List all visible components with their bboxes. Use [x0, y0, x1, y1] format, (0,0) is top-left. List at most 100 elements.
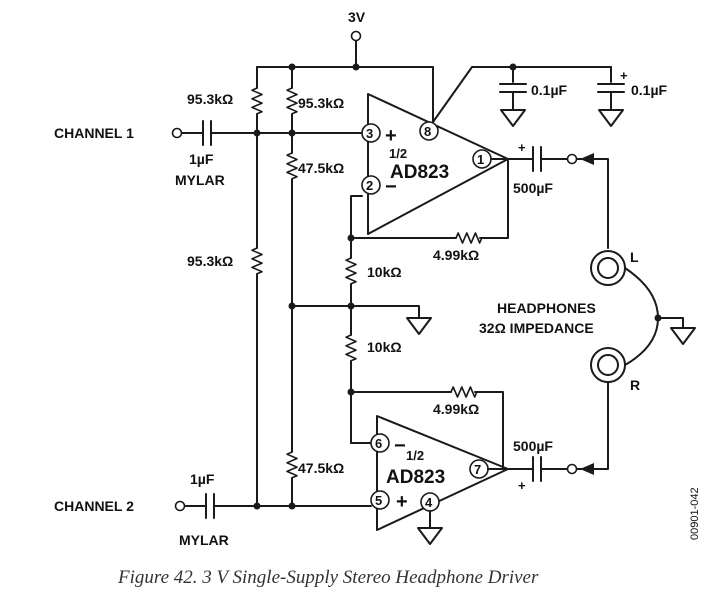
jack-wire-right — [593, 382, 609, 470]
headphone-right-inner — [597, 354, 619, 376]
opamp-top-plus: + — [385, 125, 397, 147]
headphone-left-inner — [597, 257, 619, 279]
output-1-cap-polarity: + — [518, 140, 526, 155]
decouple-cap-1: 0.1µF — [499, 66, 568, 127]
opamp-bottom-part: AD823 — [386, 467, 445, 488]
pin-2 — [361, 175, 381, 195]
svg-text:1: 1 — [477, 152, 484, 167]
figure-caption: Figure 42. 3 V Single-Supply Stereo Head… — [117, 567, 539, 588]
ground-icon — [406, 317, 432, 335]
channel-2-cap-type: MYLAR — [179, 532, 229, 548]
opamp-top-part: AD823 — [390, 162, 449, 183]
ground-icon — [500, 109, 526, 127]
headphone-ground-wire — [657, 317, 684, 329]
r-fb2-label: 4.99kΩ — [433, 401, 479, 417]
opamp-top: 3 + 8 1/2 2 − AD823 1 — [361, 93, 509, 235]
output-1-terminal[interactable] — [566, 153, 578, 165]
opamp-top-fraction: 1/2 — [389, 146, 407, 161]
top-rail — [256, 66, 434, 123]
svg-text:2: 2 — [366, 178, 373, 193]
headphone-band — [624, 267, 659, 366]
resistor-top-right — [286, 87, 298, 115]
resistor-mid-left — [251, 247, 263, 275]
decouple-cap-1-value: 0.1µF — [531, 82, 568, 98]
channel-2-terminal[interactable] — [174, 500, 186, 512]
r-div2-label: 10kΩ — [367, 339, 402, 355]
opamp-bottom: 6 − 1/2 AD823 5 + 4 7 — [370, 415, 509, 531]
channel-1-input: CHANNEL 1 1µF MYLAR — [54, 120, 367, 188]
resistor-fb1 — [455, 232, 483, 244]
headphone-label-line2: 32Ω IMPEDANCE — [479, 320, 594, 336]
output-2-terminal[interactable] — [566, 463, 578, 475]
opamp-top-body — [367, 93, 509, 235]
opamp-bottom-minus: − — [394, 435, 406, 457]
jack-arrow-2 — [580, 463, 594, 475]
output-2-cap — [532, 456, 542, 482]
r-mid-left-label: 95.3kΩ — [187, 253, 233, 269]
output-1-cap — [532, 146, 542, 172]
channel-1-label: CHANNEL 1 — [54, 125, 134, 141]
channel-2-input: CHANNEL 2 1µF MYLAR — [54, 471, 372, 548]
pin-6 — [370, 433, 390, 453]
feedback-top-wire — [350, 158, 509, 239]
channel-1-cap-type: MYLAR — [175, 172, 225, 188]
svg-text:6: 6 — [375, 436, 382, 451]
r-fb1-label: 4.99kΩ — [433, 247, 479, 263]
decouple-cap-2-value: 0.1µF — [631, 82, 668, 98]
channel-1-terminal[interactable] — [171, 127, 183, 139]
opamp-top-minus: − — [385, 176, 397, 198]
channel-1-cap — [202, 120, 212, 146]
decouple-cap-2-polarity: + — [620, 68, 628, 83]
headphones: L R HEADPHONES 32Ω IMPEDANCE — [479, 249, 696, 393]
jack-wire-left — [593, 158, 609, 249]
pin-5 — [370, 490, 390, 510]
resistor-div1 — [345, 257, 357, 285]
output-1-cap-value: 500µF — [513, 180, 553, 196]
supply-terminal — [350, 30, 362, 42]
r-top-right-label: 95.3kΩ — [298, 95, 344, 111]
opamp-bottom-body — [376, 415, 509, 531]
ground-bus-wire — [291, 305, 420, 319]
channel-1-cap-value: 1µF — [189, 151, 214, 167]
pin-8 — [419, 121, 439, 141]
headphone-label-line1: HEADPHONES — [497, 300, 596, 316]
headphone-left-outer — [590, 250, 626, 286]
pin-3 — [361, 123, 381, 143]
svg-text:8: 8 — [424, 124, 431, 139]
supply-label: 3V — [348, 9, 366, 25]
inv-input-2-wire — [350, 391, 371, 444]
channel-2-cap-value: 1µF — [190, 471, 215, 487]
r-top-left-label: 95.3kΩ — [187, 91, 233, 107]
feedback-bottom-wire — [350, 391, 504, 470]
ground-icon — [670, 327, 696, 345]
channel-2-label: CHANNEL 2 — [54, 498, 134, 514]
jack-arrow-1 — [580, 153, 594, 165]
opamp-bottom-fraction: 1/2 — [406, 448, 424, 463]
headphone-right-label: R — [630, 377, 640, 393]
supply-3v: 3V — [348, 9, 366, 68]
resistor-fb2 — [450, 386, 478, 398]
r-bias2-label: 47.5kΩ — [298, 460, 344, 476]
resistor-bias2 — [286, 451, 298, 479]
figure-code: 00901-042 — [689, 487, 701, 540]
decouple-line — [432, 66, 612, 123]
channel-2-cap — [205, 493, 215, 519]
ground-icon — [598, 109, 624, 127]
opamp-bottom-plus: + — [396, 491, 408, 513]
resistor-bias1 — [286, 152, 298, 180]
ground-icon — [417, 527, 443, 545]
svg-text:3: 3 — [366, 126, 373, 141]
headphone-right-outer — [590, 347, 626, 383]
r-div1-label: 10kΩ — [367, 264, 402, 280]
output-2-cap-polarity: + — [518, 478, 526, 493]
headphone-left-label: L — [630, 249, 639, 265]
svg-text:7: 7 — [474, 462, 481, 477]
r-bias1-label: 47.5kΩ — [298, 160, 344, 176]
resistor-div2 — [345, 334, 357, 362]
output-2-cap-value: 500µF — [513, 438, 553, 454]
svg-text:4: 4 — [425, 495, 433, 510]
svg-text:5: 5 — [375, 493, 382, 508]
resistor-top-left — [251, 87, 263, 115]
decouple-cap-2: + 0.1µF — [597, 66, 668, 127]
